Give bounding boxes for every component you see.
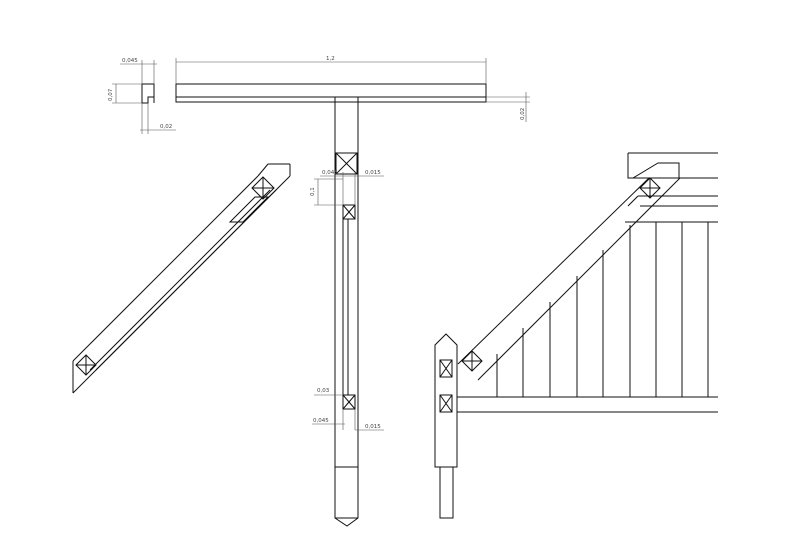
rail-length-dimension: 1,2 [175, 56, 487, 84]
section-width-label: 0,045 [122, 58, 138, 64]
upper-joint-dimensions: 0,045 0,015 0,1 [310, 170, 384, 206]
rail-offset-dimension: 0,02 [486, 92, 530, 122]
lower-joint-dimensions: 0,03 0,045 0,015 [312, 388, 384, 431]
mortise-depth-label: 0,03 [317, 388, 330, 394]
assembled-bottom-rail [457, 396, 718, 413]
section-width-dimension: 0,045 [120, 58, 157, 84]
diagonal-brace [72, 163, 291, 394]
assembled-balusters [496, 222, 709, 397]
section-height-dimension: 0,07 [108, 83, 142, 104]
assembled-post [434, 333, 458, 519]
joint-gap-top-label: 0,015 [365, 170, 381, 176]
joint-gap-bottom-label: 0,015 [365, 424, 381, 430]
rail-offset-label: 0,02 [520, 108, 526, 120]
section-height-label: 0,07 [108, 88, 114, 101]
assembled-brace [457, 177, 718, 381]
mortise-spacing-label: 0,1 [310, 187, 316, 196]
section-offset-label: 0,02 [160, 124, 172, 130]
joint-width-bottom-label: 0,045 [313, 418, 329, 424]
top-rail [175, 83, 487, 103]
central-post [334, 96, 359, 527]
rail-cross-section [141, 83, 155, 104]
joint-width-top-label: 0,045 [322, 170, 338, 176]
assembled-top-rail [627, 152, 718, 179]
rail-length-label: 1,2 [326, 56, 335, 62]
section-offset-dimension: 0,02 [140, 103, 176, 134]
